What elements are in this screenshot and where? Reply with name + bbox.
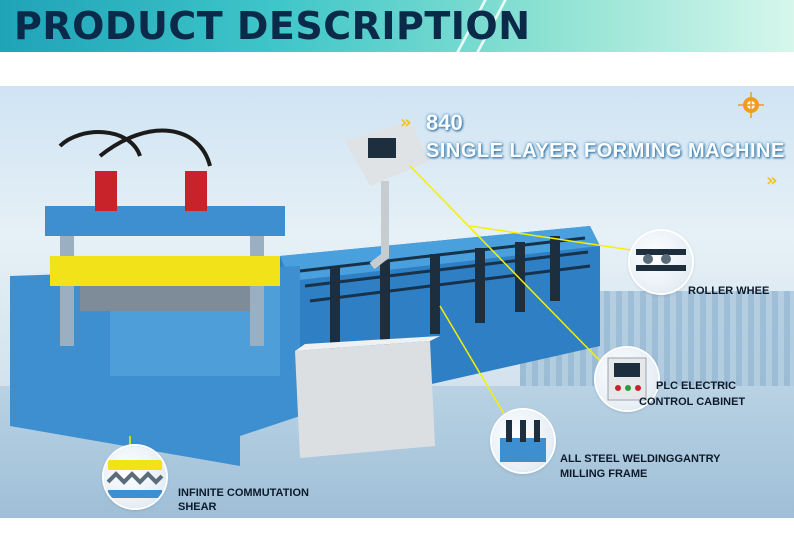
product-model: 840 xyxy=(426,110,463,135)
page-title: PRODUCT DESCRIPTION xyxy=(14,4,531,48)
label-roller-wheel: ROLLER WHEE xyxy=(688,285,770,297)
callout-shear-image xyxy=(104,446,166,508)
electric-cabinet xyxy=(295,341,435,458)
label-shear-line2: SHEAR xyxy=(178,501,217,513)
roller-wheel-icon xyxy=(636,249,686,271)
callout-roller-image xyxy=(630,231,692,293)
product-title-block: » 840 SINGLE LAYER FORMING MACHINE xyxy=(400,110,784,162)
label-plc-line1: PLC ELECTRIC xyxy=(656,380,737,392)
callout-frame-image xyxy=(492,410,554,472)
label-plc-line2: CONTROL CABINET xyxy=(639,396,746,408)
label-frame-line2: MILLING FRAME xyxy=(560,468,648,480)
control-arm xyxy=(369,181,389,270)
steel-frame-icon xyxy=(500,420,546,462)
product-scene: » 840 SINGLE LAYER FORMING MACHINE » ROL… xyxy=(0,86,794,518)
double-chevron-icon: » xyxy=(766,170,778,191)
callout-plc-image xyxy=(596,348,658,410)
roller-rows xyxy=(299,236,591,303)
cutter-head xyxy=(45,206,285,236)
plc-cabinet-icon xyxy=(607,357,647,401)
shear-blade-icon xyxy=(106,460,164,498)
label-frame-line1: ALL STEEL WELDINGGANTRY xyxy=(560,453,721,465)
hydraulic-cylinder xyxy=(95,171,117,211)
yellow-shear-plate xyxy=(50,256,280,286)
hydraulic-cylinder xyxy=(185,171,207,211)
double-chevron-icon: » xyxy=(400,112,412,133)
label-shear-line1: INFINITE COMMUTATION xyxy=(178,487,309,499)
header-banner: PRODUCT DESCRIPTION xyxy=(0,0,794,52)
product-name: SINGLE LAYER FORMING MACHINE xyxy=(426,140,785,162)
machine-illustration xyxy=(10,121,639,466)
target-icon xyxy=(738,92,764,118)
roller-stands xyxy=(330,236,560,356)
